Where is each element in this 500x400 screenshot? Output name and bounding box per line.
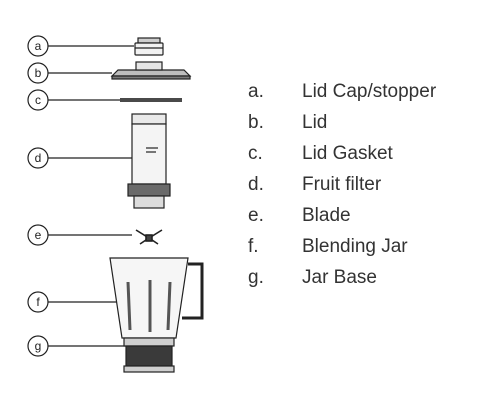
lid-cap-stopper-part — [134, 37, 164, 56]
jar-base-part — [123, 337, 175, 373]
svg-text:b: b — [35, 66, 42, 80]
blade-part — [135, 229, 163, 245]
legend-item-f: f. Blending Jar — [248, 231, 488, 262]
legend-letter: f. — [248, 235, 259, 257]
legend-item-d: d. Fruit filter — [248, 169, 488, 200]
legend-item-g: g. Jar Base — [248, 262, 488, 293]
legend-letter: d. — [248, 173, 264, 195]
svg-text:e: e — [35, 228, 42, 242]
parts-legend: a. Lid Cap/stopper b. Lid c. Lid Gasket … — [248, 76, 488, 293]
callout-e: e — [27, 224, 49, 246]
legend-label: Blending Jar — [302, 235, 408, 257]
lid-gasket-part — [120, 98, 182, 102]
legend-label: Lid — [302, 111, 328, 133]
callout-g: g — [27, 335, 49, 357]
lid-part — [110, 61, 192, 80]
legend-letter: e. — [248, 204, 264, 226]
legend-label: Jar Base — [302, 266, 377, 288]
callout-b: b — [27, 62, 49, 84]
callout-c: c — [27, 89, 49, 111]
fruit-filter-part — [127, 113, 171, 209]
legend-letter: g. — [248, 266, 264, 288]
legend-letter: c. — [248, 142, 263, 164]
legend-label: Lid Gasket — [302, 142, 393, 164]
callout-f: f — [27, 291, 49, 313]
svg-text:c: c — [35, 93, 41, 107]
legend-label: Blade — [302, 204, 351, 226]
legend-item-a: a. Lid Cap/stopper — [248, 76, 488, 107]
svg-text:d: d — [35, 151, 42, 165]
callout-d: d — [27, 147, 49, 169]
legend-label: Fruit filter — [302, 173, 382, 195]
svg-text:g: g — [35, 339, 42, 353]
leader-lines — [48, 45, 134, 347]
svg-text:a: a — [35, 39, 42, 53]
legend-letter: b. — [248, 111, 264, 133]
callout-a: a — [27, 35, 49, 57]
legend-item-e: e. Blade — [248, 200, 488, 231]
legend-letter: a. — [248, 80, 264, 102]
legend-label: Lid Cap/stopper — [302, 80, 437, 102]
legend-item-c: c. Lid Gasket — [248, 138, 488, 169]
legend-item-b: b. Lid — [248, 107, 488, 138]
blending-jar-part — [109, 257, 204, 339]
svg-text:f: f — [36, 295, 40, 309]
